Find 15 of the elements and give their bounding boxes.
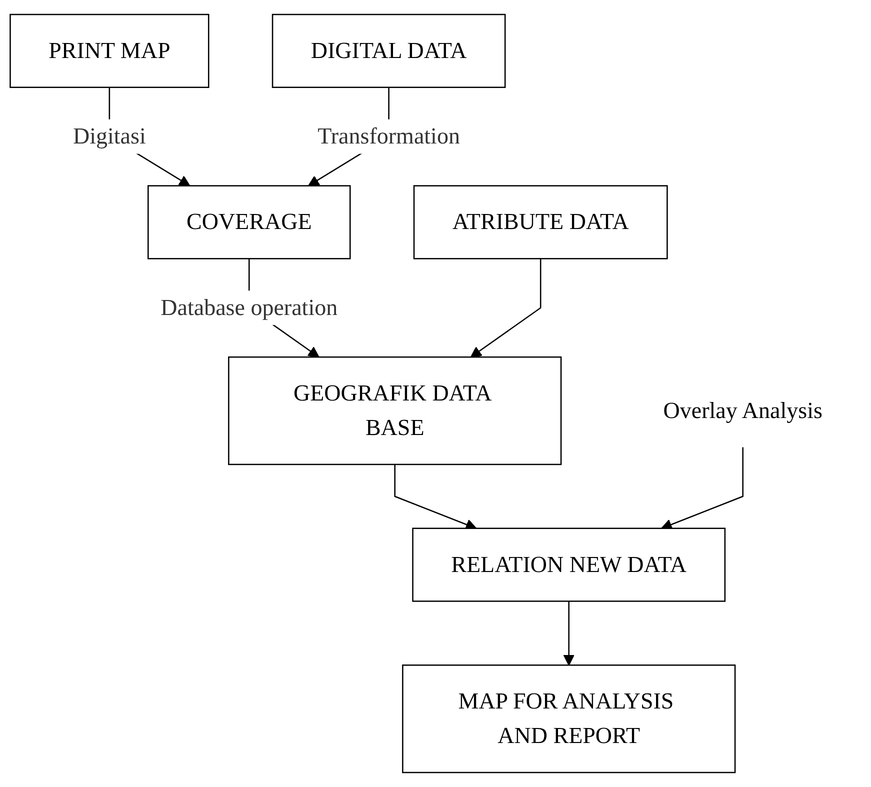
arrow xyxy=(563,601,574,666)
edge-label: Database operation xyxy=(160,294,338,320)
node-box: DIGITAL DATA xyxy=(272,14,506,88)
arrow xyxy=(470,258,542,358)
edge-label: Transformation xyxy=(318,123,460,149)
node-box: ATRIBUTE DATA xyxy=(413,185,668,260)
node-text: Overlay Analysis xyxy=(663,397,822,423)
node-box: RELATION NEW DATA xyxy=(412,528,726,602)
arrow xyxy=(394,464,477,530)
arrow xyxy=(661,447,744,530)
node-box: GEOGRAFIK DATA BASE xyxy=(228,356,562,466)
node-box: COVERAGE xyxy=(148,185,351,260)
edge-label: Digitasi xyxy=(72,123,146,149)
node-box: MAP FOR ANALYSIS AND REPORT xyxy=(402,664,736,774)
node-box: PRINT MAP xyxy=(10,14,210,88)
